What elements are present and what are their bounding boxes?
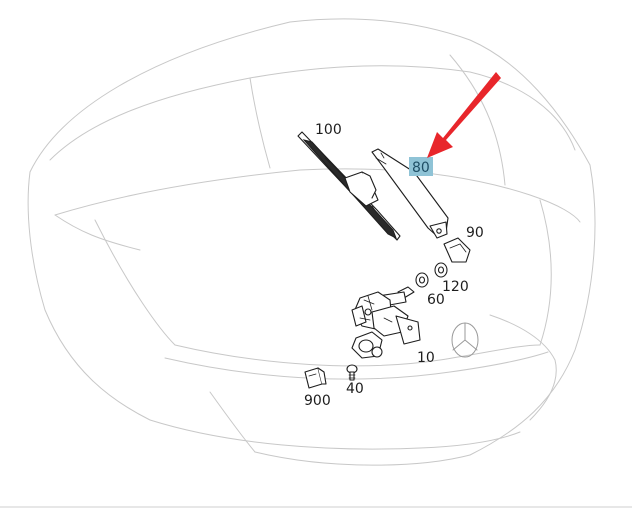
part-80-highlight bbox=[409, 157, 433, 176]
part-label-10[interactable]: 10 bbox=[417, 350, 435, 366]
washer-part[interactable] bbox=[434, 262, 448, 278]
part-label-900[interactable]: 900 bbox=[304, 393, 331, 409]
wiper-arm-part[interactable] bbox=[371, 148, 449, 239]
part-label-100[interactable]: 100 bbox=[315, 122, 342, 138]
wiper-motor-part[interactable] bbox=[351, 286, 421, 359]
arm-cap-part[interactable] bbox=[443, 237, 471, 263]
tailgate-outline bbox=[27, 18, 596, 466]
part-label-80[interactable]: 80 bbox=[412, 160, 430, 176]
part-label-60[interactable]: 60 bbox=[427, 292, 445, 308]
part-label-120[interactable]: 120 bbox=[442, 279, 469, 295]
part-label-90[interactable]: 90 bbox=[466, 225, 484, 241]
red-arrow-pointer-icon bbox=[427, 72, 501, 158]
connector-part[interactable] bbox=[304, 367, 327, 389]
screw-part[interactable] bbox=[346, 364, 358, 381]
wiper-blade-part[interactable] bbox=[297, 131, 401, 241]
star-emblem-icon bbox=[451, 322, 479, 358]
part-label-40[interactable]: 40 bbox=[346, 381, 364, 397]
nut-part[interactable] bbox=[415, 272, 429, 288]
